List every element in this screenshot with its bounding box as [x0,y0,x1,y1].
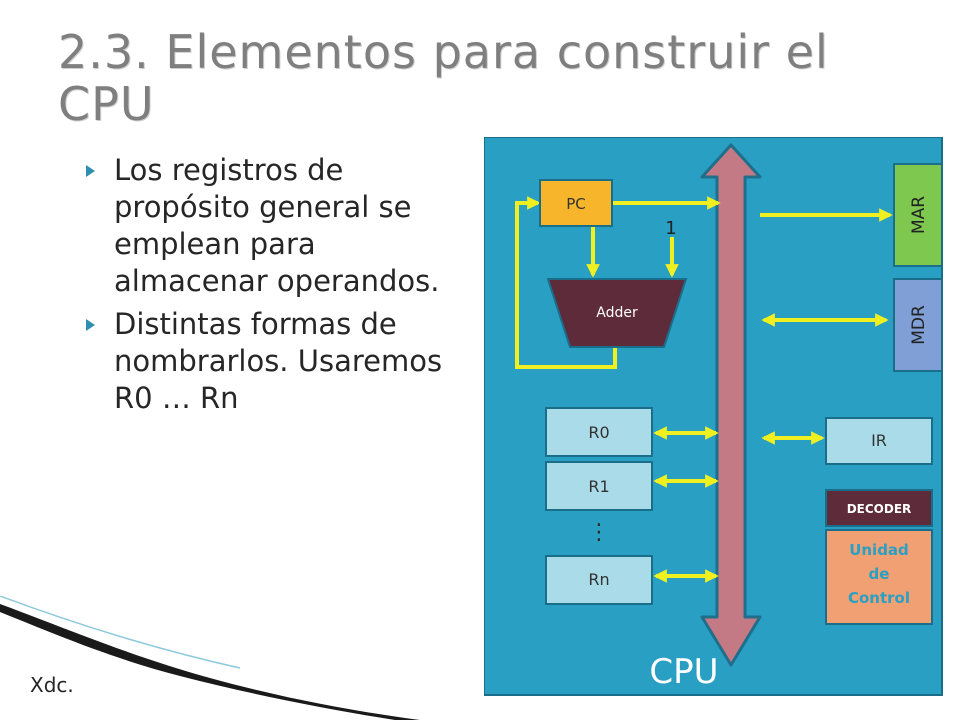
bullet-text: Distintas formas de nombrarlos. Usaremos… [114,307,443,415]
cpu-diagram: PC 1 Adder MAR MDR R0 R1 ⋮ Rn IR DECODER… [484,137,943,696]
mdr-register [893,278,943,372]
register-r0-label: R0 [588,423,609,442]
slide-title: 2.3. Elementos para construir el CPU [58,25,829,131]
mar-register [893,163,943,267]
register-r0 [545,407,653,457]
pc-label: PC [566,195,586,213]
adder-feedback-arrow [515,196,617,369]
decoder-label: DECODER [847,502,912,516]
register-rn-label: Rn [588,570,609,589]
bullet-item: Los registros de propósito general se em… [82,152,462,300]
control-unit-line-2: de [869,565,890,583]
control-unit-line-1: Unidad [849,541,909,559]
bullet-item: Distintas formas de nombrarlos. Usaremos… [82,306,462,417]
footer-text: Xdc. [30,673,74,697]
decoder-unit [825,489,933,527]
register-r1 [545,461,653,511]
cpu-label: CPU [649,652,718,692]
adder-label: Adder [596,305,638,321]
pc-register [539,179,613,227]
triangle-bullet-icon [86,319,95,331]
mar-label: MAR [909,196,929,234]
data-bus-arrow [700,143,762,667]
decorative-swoosh [0,596,420,720]
constant-one-label: 1 [665,218,676,239]
control-unit-line-3: Control [848,589,910,607]
wires [515,196,893,583]
register-ellipsis: ⋮ [588,520,610,545]
mdr-label: MDR [909,305,929,345]
register-r1-label: R1 [588,477,609,496]
ir-label: IR [871,431,887,450]
bullet-list: Los registros de propósito general se em… [82,152,462,423]
ir-register [825,417,933,465]
register-rn [545,555,653,605]
control-unit [825,529,933,625]
triangle-bullet-icon [86,165,95,177]
adder-unit [546,278,688,348]
bullet-text: Los registros de propósito general se em… [114,153,440,298]
